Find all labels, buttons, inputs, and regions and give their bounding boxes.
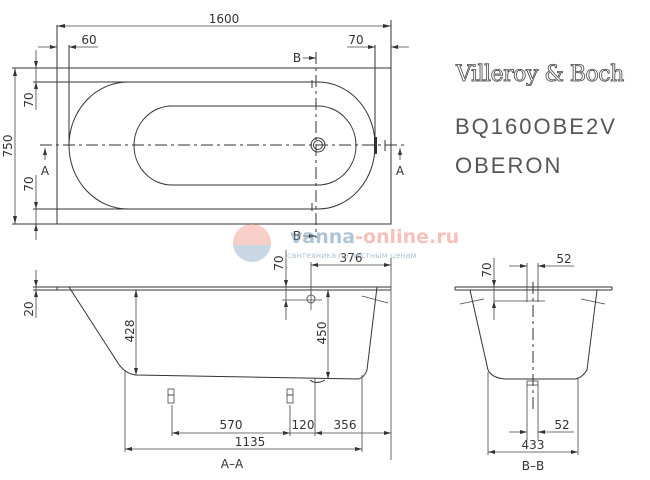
dim-overflow-drop-bb: 70	[480, 262, 494, 277]
dim-drain-to-end: 356	[334, 418, 357, 432]
model-code: BQ160OBE2V	[455, 114, 617, 139]
bathtub-outline	[56, 67, 392, 225]
basin-inner	[133, 105, 357, 186]
dim-rim-thickness: 20	[22, 301, 36, 316]
dim-overflow-drop-aa: 70	[272, 255, 286, 270]
watermark-logo-icon	[233, 224, 271, 262]
section-bb: 70 52 52 433 B–B	[454, 252, 613, 473]
plan-view: 1600 60 70 750 70 70 A A	[1, 12, 409, 243]
section-a-label-right: A	[396, 164, 405, 178]
series-name: OBERON	[455, 153, 563, 178]
section-aa: 20 428 450 70 376 570 120 3	[22, 250, 392, 471]
dim-overall-width: 750	[1, 135, 15, 158]
dim-bottom-length: 1135	[235, 435, 266, 449]
dim-bottom-width: 433	[522, 438, 545, 452]
watermark-tagline: сантехника по честным ценам	[287, 251, 417, 260]
section-a-label-left: A	[41, 164, 50, 178]
dim-overall-length: 1600	[209, 12, 240, 26]
dim-left-rim: 60	[81, 33, 96, 47]
dim-depth-right: 450	[315, 322, 329, 345]
foot-left-icon	[167, 388, 175, 404]
dim-foot-spacing: 570	[220, 418, 243, 432]
dim-foot-to-drain: 120	[292, 418, 315, 432]
tub-cross-section	[469, 289, 598, 380]
watermark-site-part2: -online.ru	[355, 226, 460, 248]
watermark-site-part1: vanna	[290, 226, 356, 248]
basin-outer	[68, 81, 376, 210]
foot-right-icon	[286, 388, 294, 404]
dim-bottom-rim: 70	[22, 176, 36, 191]
watermark-site: vanna-online.ru	[290, 226, 459, 248]
dim-right-rim: 70	[348, 33, 363, 47]
section-aa-title: A–A	[221, 457, 244, 471]
section-bb-title: B–B	[522, 459, 544, 473]
tub-profile	[68, 286, 378, 380]
dim-depth-left: 428	[123, 320, 137, 343]
section-b-label-top: B	[293, 51, 301, 65]
brand-name: Villeroy & Boch	[456, 62, 625, 88]
dim-drain-width: 52	[554, 418, 569, 432]
dim-top-rim: 70	[22, 92, 36, 107]
section-b-label-bottom: B	[293, 229, 301, 243]
dim-overflow-offset: 376	[340, 251, 363, 265]
dim-overflow-width: 52	[556, 252, 571, 266]
